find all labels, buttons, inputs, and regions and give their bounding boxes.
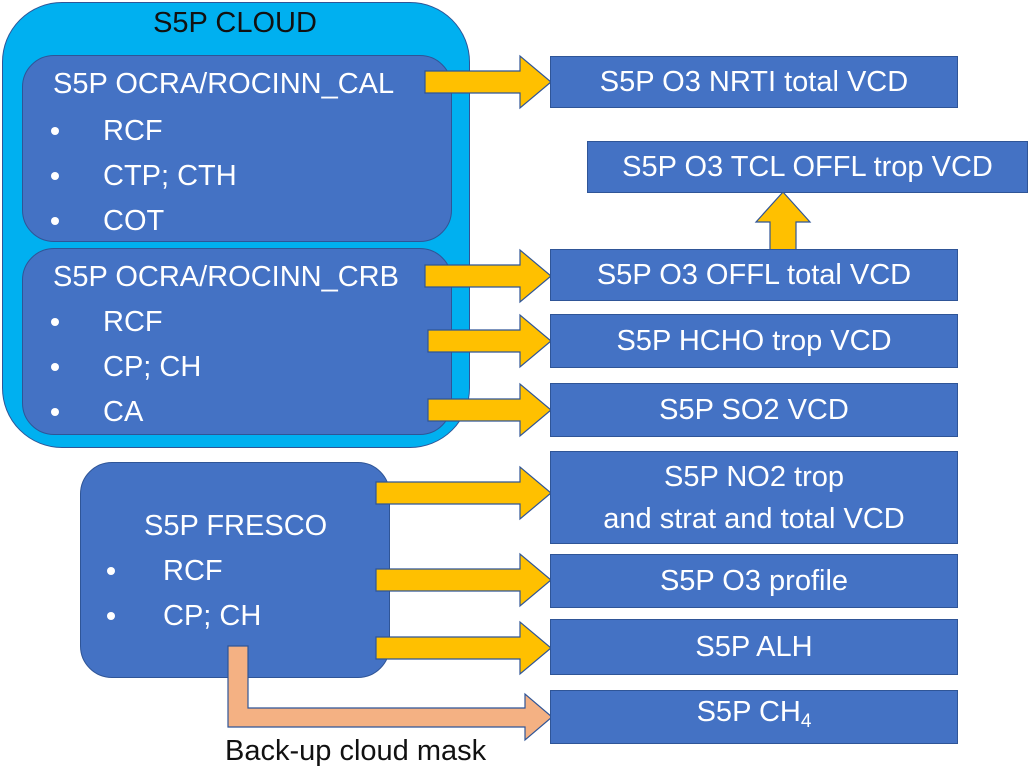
ch4-label-base: S5P CH — [696, 696, 801, 728]
ocra-rocinn-crb-box: S5P OCRA/ROCINN_CRB RCF CP; CH CA — [22, 248, 452, 435]
o3-nrti-label: S5P O3 NRTI total VCD — [599, 66, 909, 98]
arrow-crb-to-so2 — [427, 382, 552, 438]
ch4-label-subscript: 4 — [800, 711, 812, 732]
fresco-bullet-label: CP; CH — [163, 600, 262, 632]
crb-bullet-label: CP; CH — [103, 351, 202, 383]
backup-arrow-fresco-to-ch4 — [227, 645, 553, 742]
arrow-cal-to-o3-nrti — [424, 54, 552, 110]
o3-tcl-label: S5P O3 TCL OFFL trop VCD — [622, 151, 993, 183]
arrow-fresco-to-o3-profile — [375, 552, 552, 608]
crb-bullet-label: CA — [103, 396, 144, 428]
arrow-o3-offl-to-tcl — [754, 191, 812, 251]
fresco-bullet-label: RCF — [163, 555, 223, 587]
ch4-box: S5P CH4 — [550, 690, 958, 744]
no2-trop-strat-total-vcd-box: S5P NO2 trop and strat and total VCD — [550, 451, 958, 544]
ocra-rocinn-crb-title: S5P OCRA/ROCINN_CRB — [53, 261, 399, 293]
arrow-crb-to-hcho — [427, 313, 552, 369]
cal-bullet-label: RCF — [103, 115, 163, 147]
o3-offl-label: S5P O3 OFFL total VCD — [596, 259, 912, 291]
o3-nrti-total-vcd-box: S5P O3 NRTI total VCD — [550, 56, 958, 108]
so2-vcd-box: S5P SO2 VCD — [550, 383, 958, 437]
o3-offl-total-vcd-box: S5P O3 OFFL total VCD — [550, 249, 958, 301]
arrow-fresco-to-alh — [375, 620, 552, 676]
fresco-box: S5P FRESCO RCF CP; CH — [80, 462, 390, 678]
backup-cloud-mask-caption: Back-up cloud mask — [225, 735, 487, 767]
no2-label-line2: and strat and total VCD — [603, 502, 905, 535]
crb-bullet-label: RCF — [103, 306, 163, 338]
no2-label-line1: S5P NO2 trop — [663, 460, 844, 493]
alh-label: S5P ALH — [695, 631, 813, 663]
hcho-label: S5P HCHO trop VCD — [616, 325, 892, 357]
o3-profile-box: S5P O3 profile — [550, 554, 958, 608]
o3-profile-label: S5P O3 profile — [659, 565, 849, 597]
ocra-rocinn-cal-box: S5P OCRA/ROCINN_CAL RCF CTP; CTH COT — [22, 55, 452, 242]
fresco-title: S5P FRESCO — [144, 510, 328, 542]
ocra-rocinn-cal-title: S5P OCRA/ROCINN_CAL — [53, 68, 395, 100]
cal-bullet-label: COT — [103, 205, 165, 237]
arrow-fresco-to-no2 — [375, 465, 552, 521]
ch4-label: S5P CH4 — [697, 693, 812, 741]
cloud-group-title: S5P CLOUD — [153, 7, 317, 39]
arrow-crb-to-o3-offl — [424, 248, 552, 304]
hcho-trop-vcd-box: S5P HCHO trop VCD — [550, 314, 958, 368]
o3-tcl-offl-trop-vcd-box: S5P O3 TCL OFFL trop VCD — [587, 141, 1028, 193]
so2-label: S5P SO2 VCD — [659, 394, 849, 426]
alh-box: S5P ALH — [550, 619, 958, 675]
cal-bullet-label: CTP; CTH — [103, 160, 237, 192]
